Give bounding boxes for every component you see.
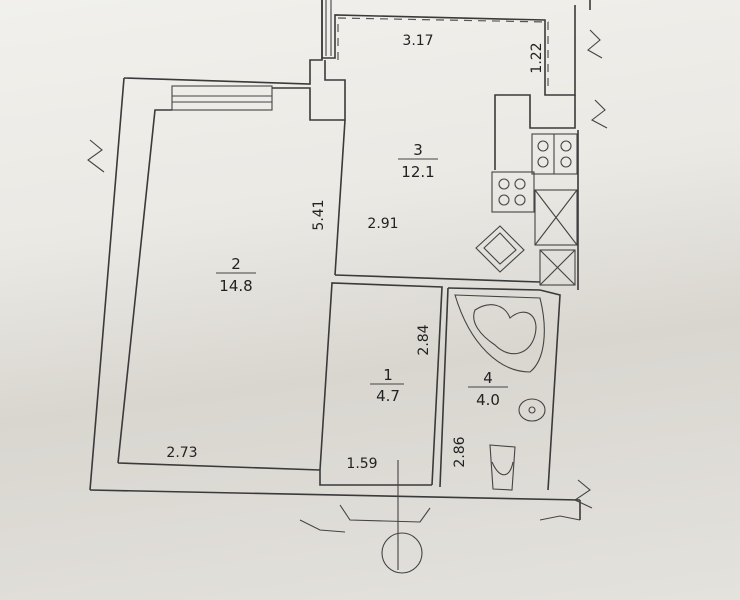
wall-break-marks [87, 29, 608, 509]
dim-hall-length: 2.84 [416, 324, 432, 355]
dim-balcony-width: 3.17 [402, 33, 433, 49]
dim-balcony-depth: 1.22 [529, 42, 545, 73]
room3-number: 3 [413, 141, 423, 159]
room3-area: 12.1 [401, 163, 434, 181]
room4-number: 4 [483, 369, 493, 387]
room1-number: 1 [383, 366, 393, 384]
dim-bath-length: 2.86 [452, 436, 468, 467]
outer-walls [89, 0, 591, 520]
room2-number: 2 [231, 255, 241, 273]
kitchen-equipment [475, 133, 578, 286]
balcony [321, 0, 576, 96]
room4-area: 4.0 [476, 391, 500, 409]
room2-window [171, 85, 273, 111]
wall-pier [272, 60, 346, 121]
bathroom-fixtures [454, 294, 546, 491]
room2-area: 14.8 [219, 277, 252, 295]
dim-room2-length: 5.41 [311, 199, 327, 230]
interior-walls [319, 274, 561, 491]
room1-area: 4.7 [376, 387, 400, 405]
dim-hall-width: 1.59 [346, 456, 377, 472]
kitchen-walls [334, 94, 579, 290]
dim-room2-width: 2.73 [166, 445, 197, 461]
dim-kitchen-width: 2.91 [367, 216, 398, 232]
entrance-marker [299, 460, 581, 574]
